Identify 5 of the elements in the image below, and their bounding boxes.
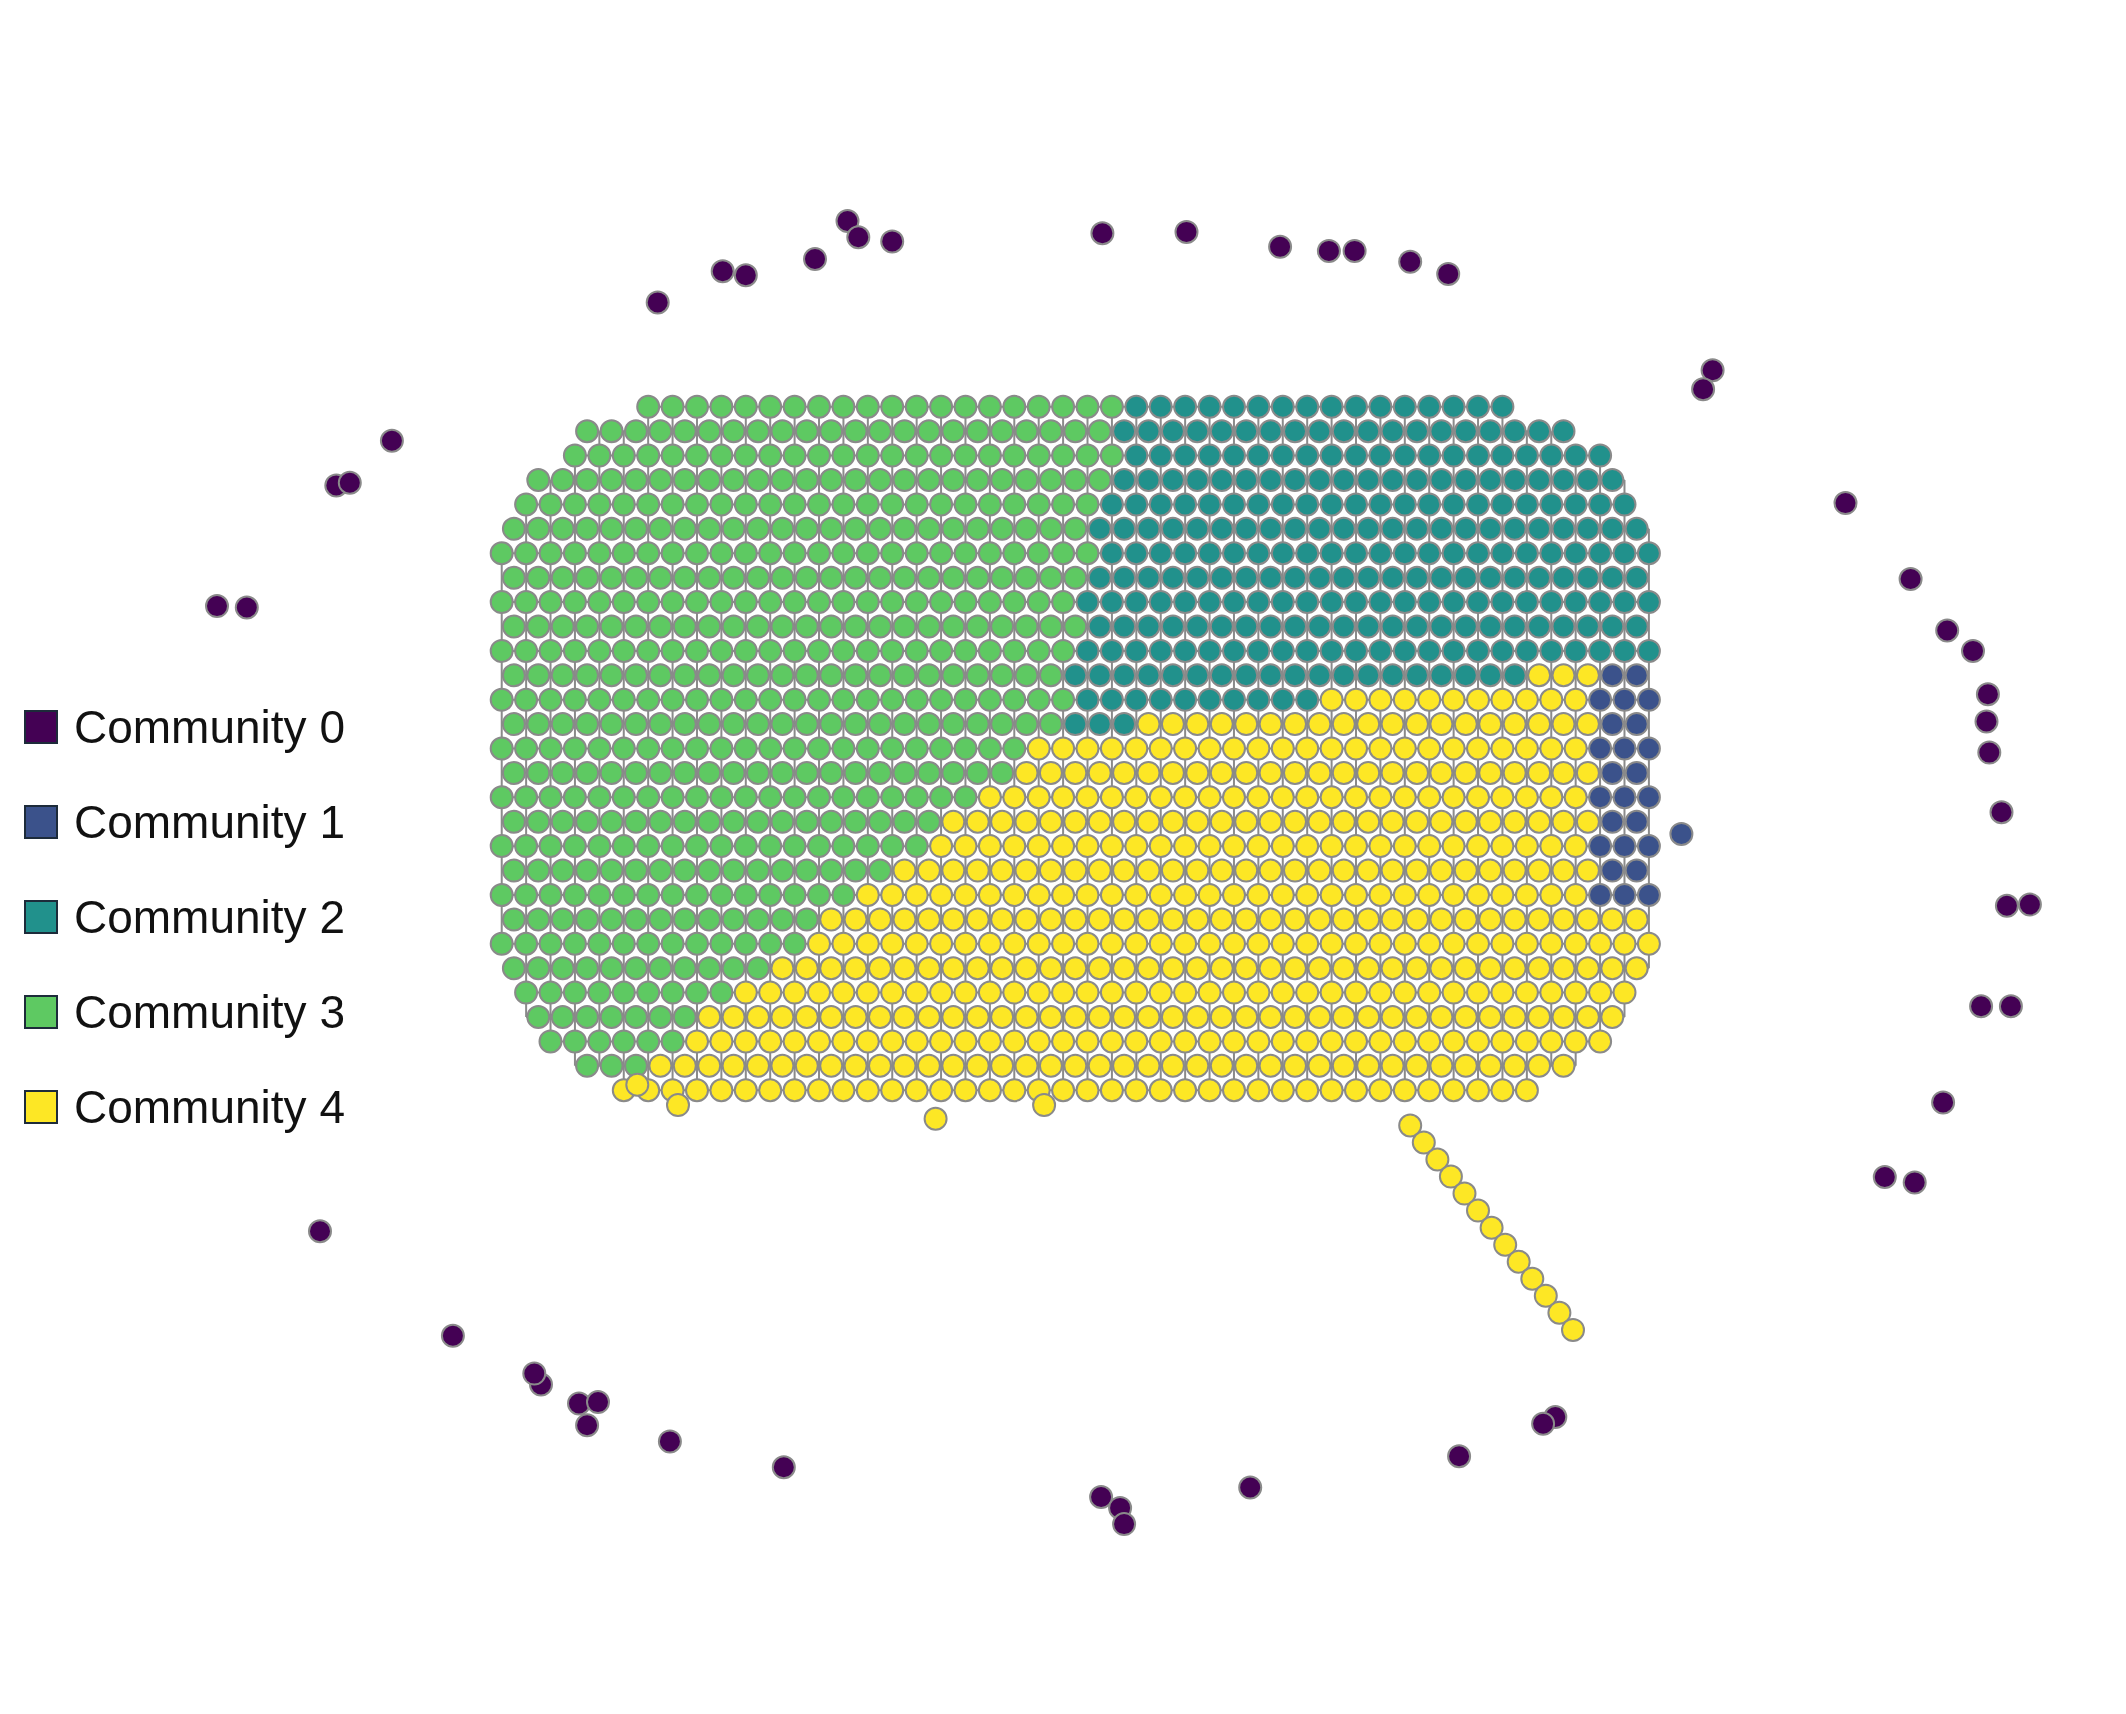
legend-label: Community 3 [74, 985, 345, 1039]
legend-label: Community 1 [74, 795, 345, 849]
legend-label: Community 0 [74, 700, 345, 754]
legend-label: Community 4 [74, 1080, 345, 1134]
legend-label: Community 2 [74, 890, 345, 944]
